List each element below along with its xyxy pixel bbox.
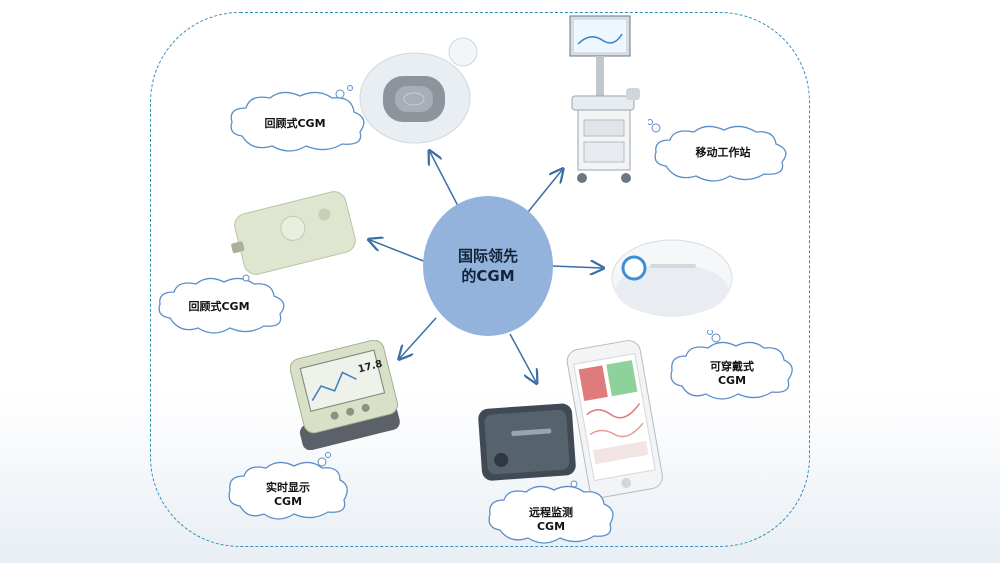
- wrist-monitor-icon: 17.8: [290, 340, 400, 450]
- node-top-right-label: 移动工作站: [662, 142, 784, 164]
- arrow-bottom-left: [400, 317, 437, 358]
- diagram-frame: [150, 12, 810, 547]
- node-top-left-text: 回顾式CGM: [264, 117, 326, 130]
- node-top-right-text: 移动工作站: [695, 146, 751, 159]
- cloud-bubble-top-right: [648, 119, 787, 182]
- node-mid-left-text: 回顾式CGM: [188, 300, 250, 313]
- node-mid-left-label: 回顾式CGM: [164, 296, 274, 318]
- cloud-bubble-mid-left: [158, 274, 285, 334]
- center-node: 国际领先 的CGM: [423, 196, 553, 336]
- node-bottom-center-label: 远程监测 CGM: [496, 503, 606, 537]
- arrow-mid-left: [370, 240, 427, 263]
- node-mid-right-label: 可穿戴式 CGM: [678, 356, 786, 392]
- workstation-cart-icon: [569, 15, 640, 183]
- cloud-bubble-bottom-left: [228, 452, 348, 520]
- node-bottom-left-label: 实时显示 CGM: [236, 478, 340, 512]
- node-bottom-left-line-1: 实时显示: [266, 481, 310, 494]
- arrow-top-left: [430, 152, 459, 207]
- cloud-bubble-bottom-center: [488, 480, 614, 544]
- arrow-bottom-center: [509, 333, 536, 382]
- node-mid-right-line-1: 可穿戴式: [710, 360, 754, 373]
- arrow-mid-right: [551, 266, 602, 268]
- node-bottom-left-line-2: CGM: [273, 495, 303, 508]
- wearable-sensor-icon: [611, 239, 733, 317]
- node-bottom-center-line-1: 远程监测: [529, 506, 573, 519]
- cloud-bubble-top-left: [230, 85, 365, 152]
- arrow-top-right: [527, 170, 562, 213]
- node-mid-right-line-2: CGM: [717, 374, 747, 387]
- receiver-box-icon: [478, 403, 576, 481]
- recorder-device-icon: [231, 191, 356, 275]
- node-bottom-center-line-2: CGM: [536, 520, 566, 533]
- patch-sensor-icon: [359, 37, 478, 144]
- center-line-1: 国际领先: [457, 247, 518, 265]
- smartphone-icon: [566, 340, 663, 498]
- center-line-2: 的CGM: [461, 267, 515, 285]
- cloud-bubble-mid-right: [670, 330, 793, 400]
- node-top-left-label: 回顾式CGM: [237, 112, 353, 136]
